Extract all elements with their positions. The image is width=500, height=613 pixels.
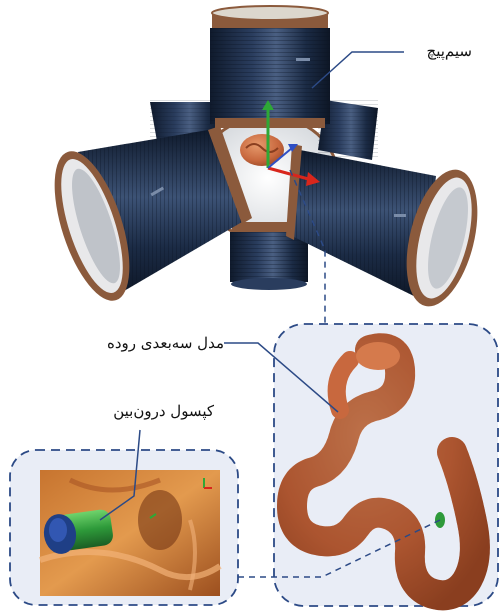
intestine-model-label: مدل سه‌بعدی روده: [74, 334, 224, 352]
capsule-label: کپسول درون‌بین: [74, 402, 214, 420]
coil-label: سیم‌پیچ: [402, 42, 472, 60]
coil-right: [286, 144, 490, 314]
endoscope-view: [40, 470, 220, 596]
coil-left: [39, 126, 252, 309]
